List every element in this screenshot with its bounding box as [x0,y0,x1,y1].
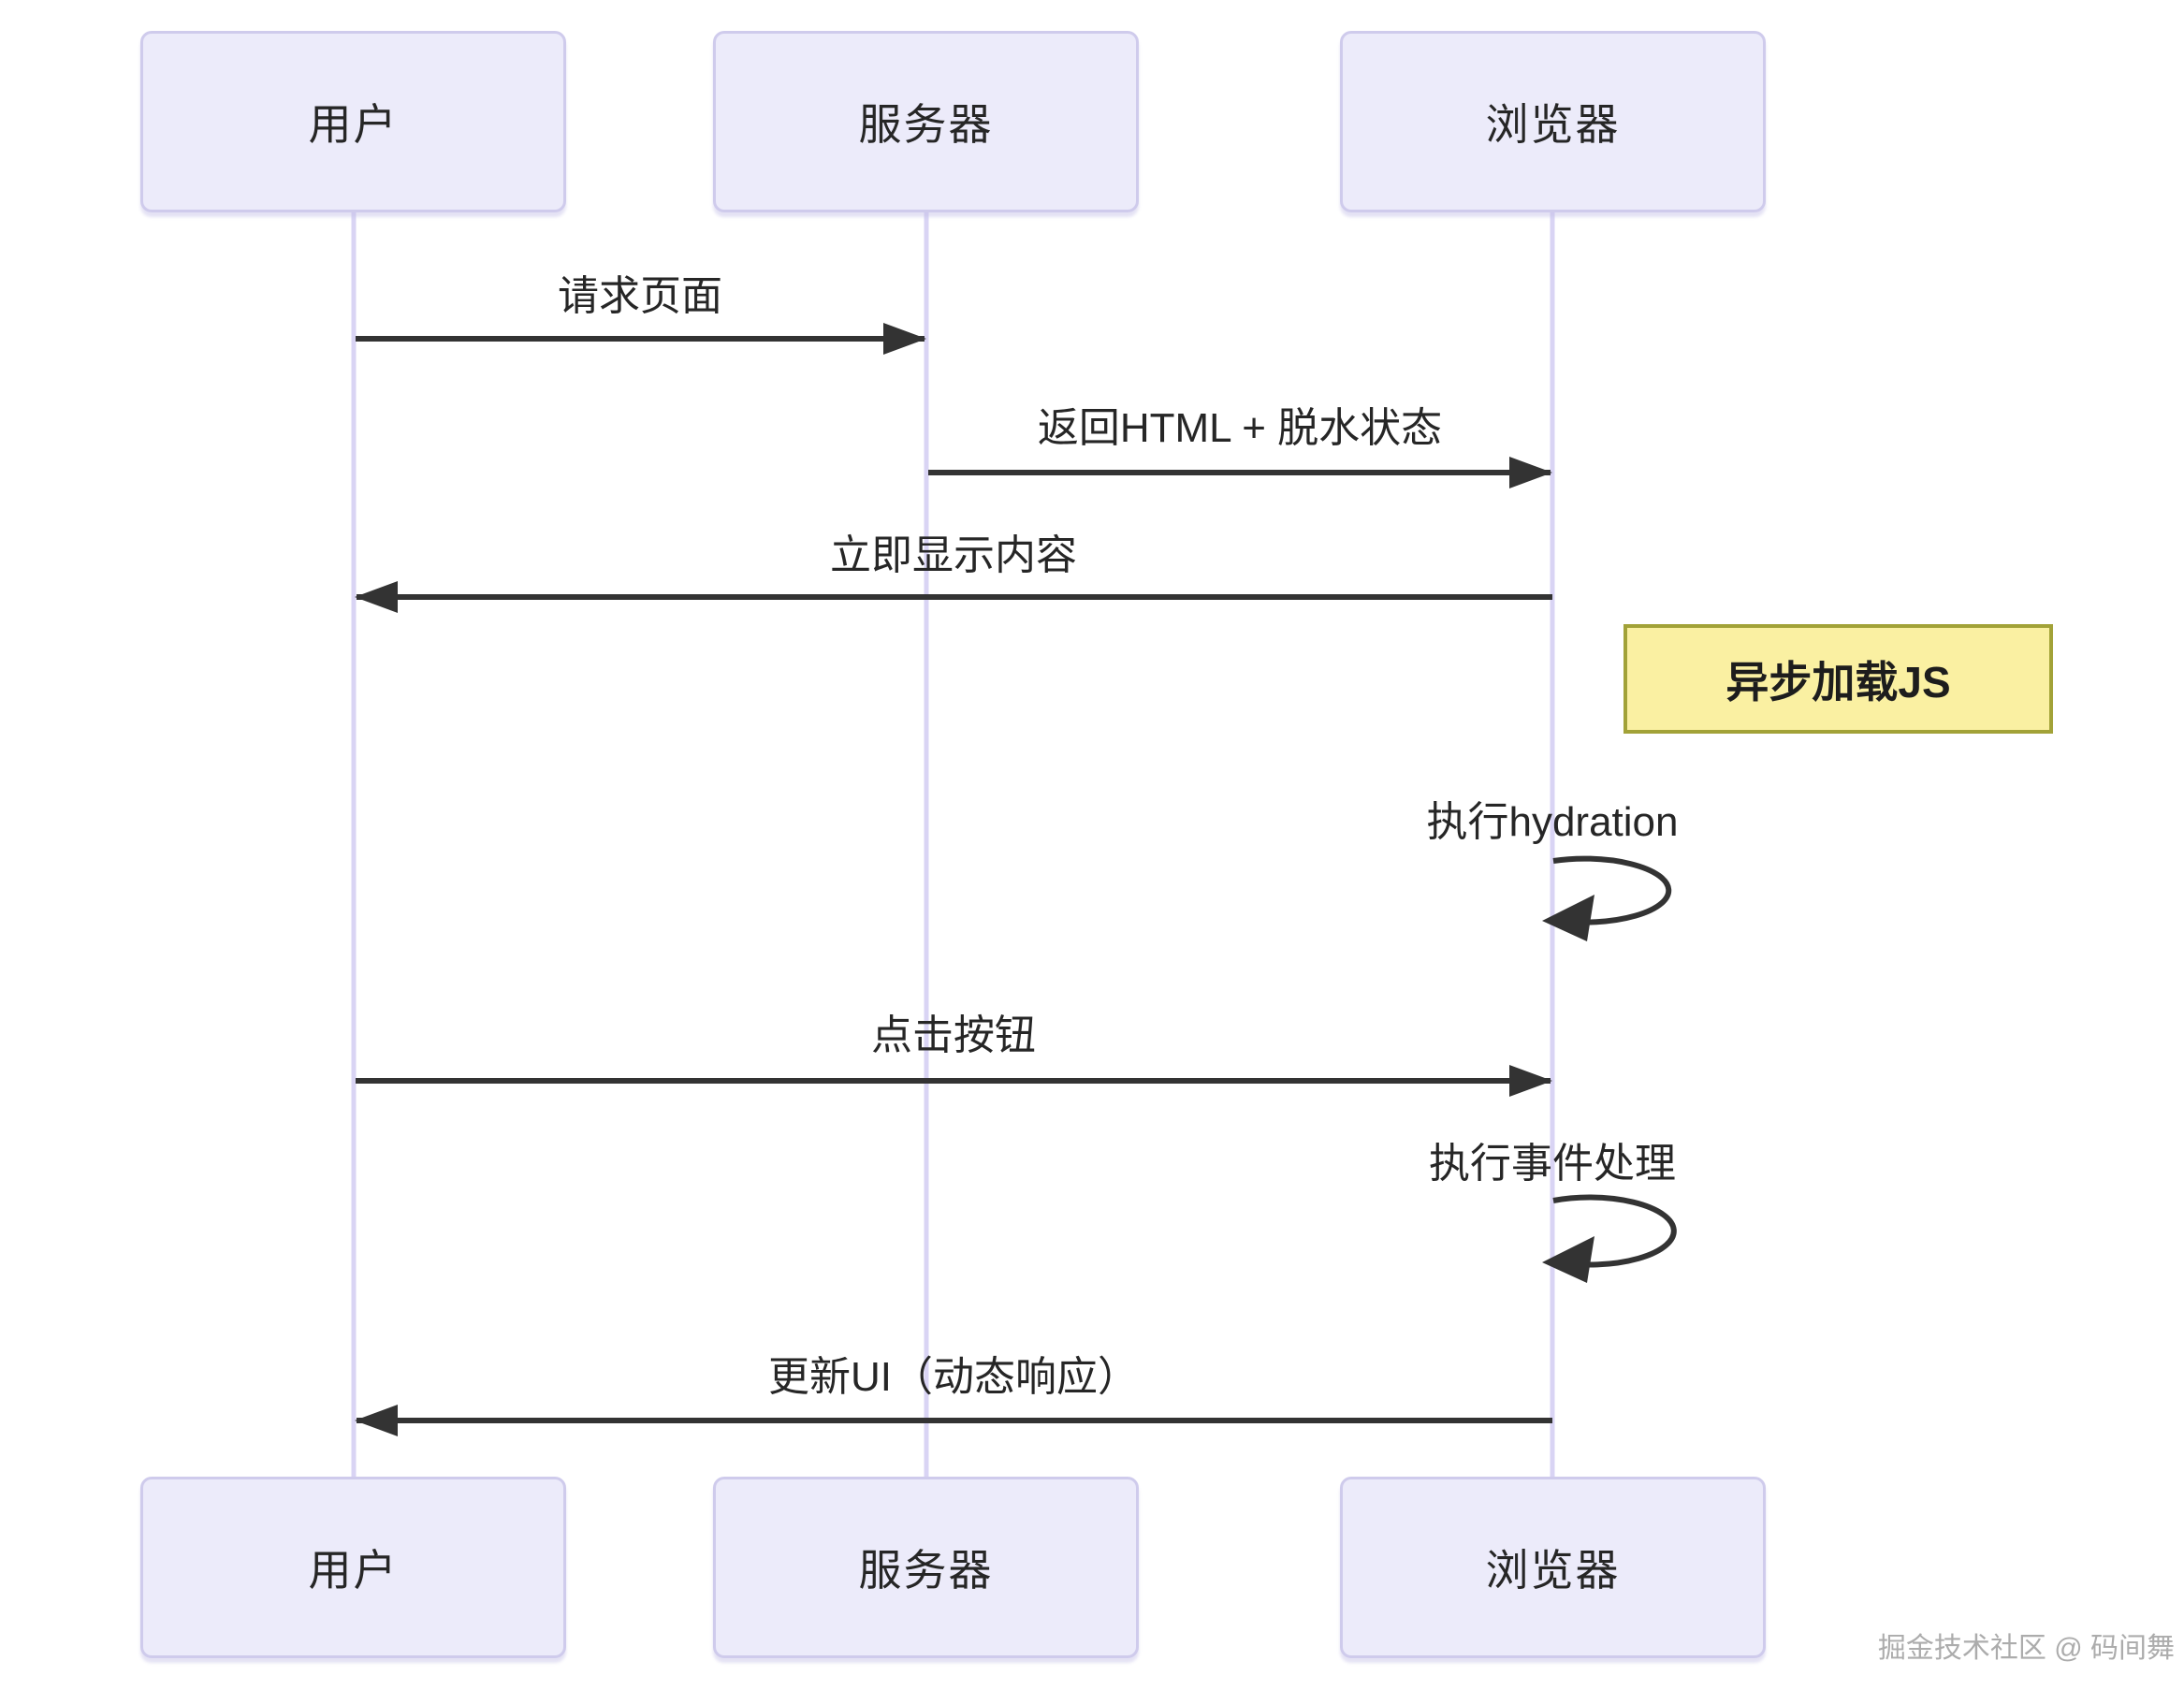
message-label-event-handling: 执行事件处理 [1429,1141,1676,1187]
actor-label-browser: 浏览器 [1485,1546,1621,1595]
note-async-load-js: 异步加载JS [1623,624,2053,734]
message-label-click-button: 点击按钮 [871,1013,1036,1058]
actor-bottom-server: 服务器 [713,1477,1139,1658]
watermark-text: 掘金技术社区 @ 码间舞 [1877,1633,2175,1664]
message-label-return-html: 返回HTML + 脱水状态 [1037,405,1443,451]
message-label-update-ui: 更新UI（动态响应） [768,1354,1139,1400]
actor-top-server: 服务器 [713,31,1139,212]
self-loop-hydration [1552,855,1672,925]
actor-top-user: 用户 [140,31,566,212]
actor-bottom-browser: 浏览器 [1340,1477,1766,1658]
actor-label-user: 用户 [308,1546,399,1595]
message-label-hydration: 执行hydration [1426,799,1679,845]
actor-label-server: 服务器 [858,1546,994,1595]
actor-label-user: 用户 [308,100,399,149]
message-label-show-content: 立即显示内容 [830,532,1077,578]
self-loop-event-handling [1552,1194,1677,1268]
message-label-request-page: 请求页面 [558,273,722,319]
actor-top-browser: 浏览器 [1340,31,1766,212]
actor-bottom-user: 用户 [140,1477,566,1658]
note-label: 异步加载JS [1725,657,1951,707]
self-loop-hydration-arrowhead [1542,895,1594,941]
actor-label-server: 服务器 [858,100,994,149]
actor-label-browser: 浏览器 [1485,100,1621,149]
self-loop-event-handling-arrowhead [1542,1236,1594,1283]
